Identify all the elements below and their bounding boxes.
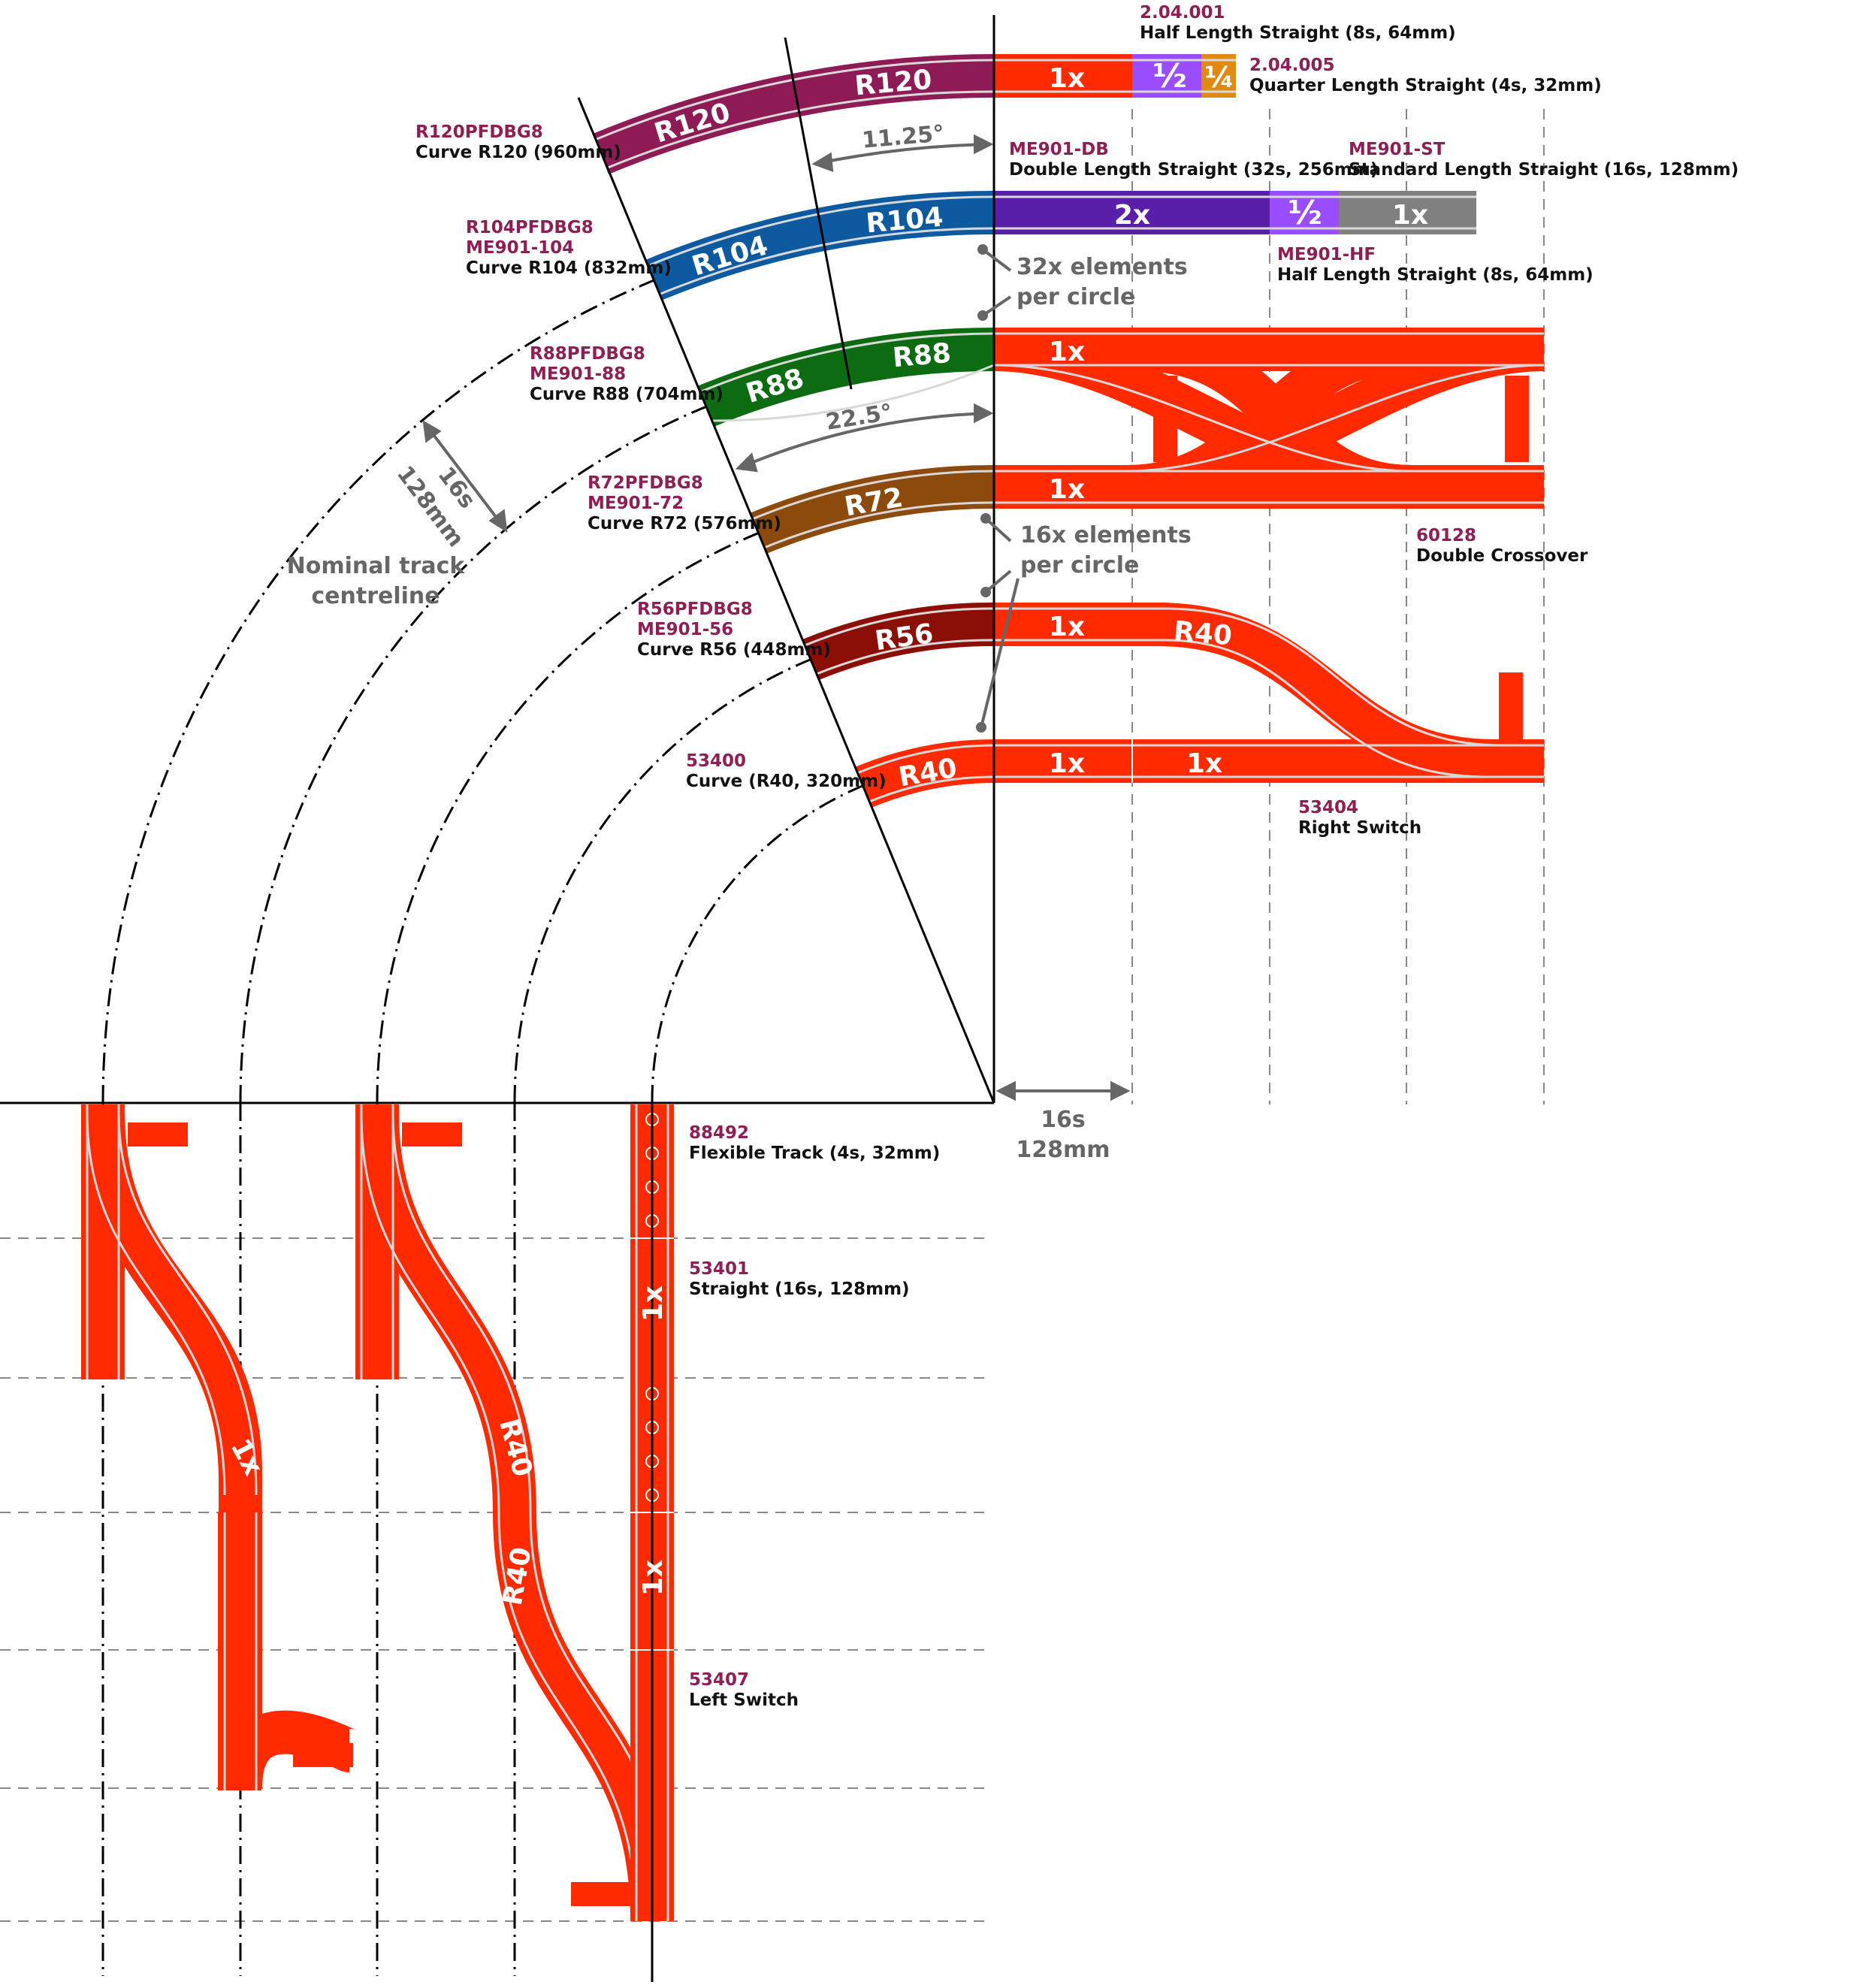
centreline-arcs — [101, 278, 867, 1976]
seg-one-x-r88: 1x — [1049, 337, 1085, 367]
straight-strips — [993, 54, 1545, 783]
half-length-b-desc: Half Length Straight (8s, 64mm) — [1277, 265, 1594, 285]
seg-one-x-r56: 1x — [1049, 612, 1085, 642]
elements-32-line2: per circle — [1017, 284, 1135, 310]
angle-small-label: 11.25° — [861, 120, 946, 153]
double-length-desc: Double Length Straight (32s, 256mm) — [1009, 160, 1378, 180]
curve-band-r40 — [855, 739, 994, 808]
half-length-a-code: 2.04.001 — [1140, 3, 1225, 23]
seg-r40-switch: R40 — [1172, 616, 1233, 652]
seg-quarter-r120: ¼ — [1204, 61, 1234, 94]
straight-code: 53401 — [689, 1259, 749, 1279]
strip-r104-standard — [1339, 191, 1476, 234]
dimension-arrows — [422, 134, 1131, 1101]
strip-r120-half — [1132, 54, 1201, 98]
r88-desc: Curve R88 (704mm) — [530, 385, 724, 404]
geometry-lines — [0, 15, 995, 1982]
r120-code: R120PFDBG8 — [415, 122, 543, 142]
part-labels: R120PFDBG8 Curve R120 (960mm) R104PFDBG8… — [415, 3, 1739, 1710]
seg-two-x-r104: 2x — [1114, 200, 1150, 231]
elements-16-line2: per circle — [1020, 552, 1139, 579]
r104-code-a: R104PFDBG8 — [466, 218, 594, 237]
curve-band-r88 — [697, 327, 994, 427]
r56-code-b: ME901-56 — [637, 620, 733, 639]
flexible-code: 88492 — [689, 1123, 749, 1143]
seg-one-x-column-b: 1x — [638, 1560, 669, 1596]
seg-one-x-r40-a: 1x — [1049, 748, 1085, 779]
standard-length-code: ME901-ST — [1349, 140, 1446, 159]
strip-r104-double — [994, 191, 1270, 234]
switch-r56-track — [994, 603, 1167, 646]
curve-bands — [593, 53, 995, 808]
left-switch-desc: Left Switch — [689, 1690, 799, 1710]
strip-r104-half — [1270, 191, 1339, 234]
r88-code-b: ME901-88 — [530, 364, 626, 384]
seg-r120-inner: R120 — [853, 65, 933, 102]
curve-band-r120 — [593, 53, 994, 174]
annotations: 11.25° 22.5° 32x elements per circle 16x… — [287, 120, 1192, 1163]
bottom-tracks — [81, 1104, 674, 1922]
r72-code-b: ME901-72 — [588, 494, 684, 513]
strip-r120-quarter — [1201, 54, 1236, 98]
centreline-line1: Nominal track — [287, 553, 466, 579]
left-switch-code: 53407 — [689, 1670, 749, 1690]
seg-r88-inner: R88 — [891, 338, 952, 374]
double-crossover-desc: Double Crossover — [1416, 546, 1588, 566]
r40-desc: Curve (R40, 320mm) — [686, 772, 887, 791]
double-crossover-code: 60128 — [1416, 526, 1476, 545]
r72-desc: Curve R72 (576mm) — [588, 514, 781, 533]
r56-desc: Curve R56 (448mm) — [637, 640, 831, 660]
unit-line2: 128mm — [1016, 1137, 1110, 1163]
seg-r104-inner: R104 — [865, 202, 944, 240]
segment-labels: R120 R120 R104 R104 R88 R88 R72 R56 R40 … — [225, 57, 1428, 1608]
flexible-desc: Flexible Track (4s, 32mm) — [689, 1144, 940, 1163]
standard-length-desc: Standard Length Straight (16s, 128mm) — [1349, 160, 1739, 180]
half-length-b-code: ME901-HF — [1277, 245, 1376, 264]
unit-line1: 16s — [1041, 1107, 1086, 1133]
strip-r120-one — [994, 54, 1132, 98]
right-switch-code: 53404 — [1298, 798, 1358, 817]
r104-desc: Curve R104 (832mm) — [466, 258, 672, 278]
right-switch-desc: Right Switch — [1298, 818, 1421, 838]
quarter-length-desc: Quarter Length Straight (4s, 32mm) — [1249, 76, 1602, 95]
centreline-line2: centreline — [311, 583, 440, 609]
seg-one-x-r120: 1x — [1049, 63, 1085, 94]
seg-one-x-r72: 1x — [1049, 474, 1085, 505]
angle-large-label: 22.5° — [824, 399, 894, 435]
r72-code-a: R72PFDBG8 — [588, 473, 703, 493]
seg-one-x-r40-b: 1x — [1186, 748, 1222, 779]
elements-16-line1: 16x elements — [1020, 522, 1192, 548]
quarter-length-code: 2.04.005 — [1249, 56, 1335, 75]
seg-half-r120: ½ — [1152, 57, 1187, 95]
seg-half-r104: ½ — [1288, 194, 1322, 232]
r120-desc: Curve R120 (960mm) — [415, 143, 621, 162]
r88-code-a: R88PFDBG8 — [530, 344, 645, 364]
r104-code-b: ME901-104 — [466, 238, 574, 258]
r56-code-a: R56PFDBG8 — [637, 600, 753, 619]
seg-one-x-r104: 1x — [1392, 200, 1428, 231]
straight-desc: Straight (16s, 128mm) — [689, 1280, 910, 1299]
half-length-a-desc: Half Length Straight (8s, 64mm) — [1140, 23, 1456, 43]
double-length-code: ME901-DB — [1009, 140, 1109, 159]
seg-one-x-column-a: 1x — [638, 1286, 669, 1322]
r40-code: 53400 — [686, 751, 746, 771]
elements-32-line1: 32x elements — [1017, 254, 1188, 280]
